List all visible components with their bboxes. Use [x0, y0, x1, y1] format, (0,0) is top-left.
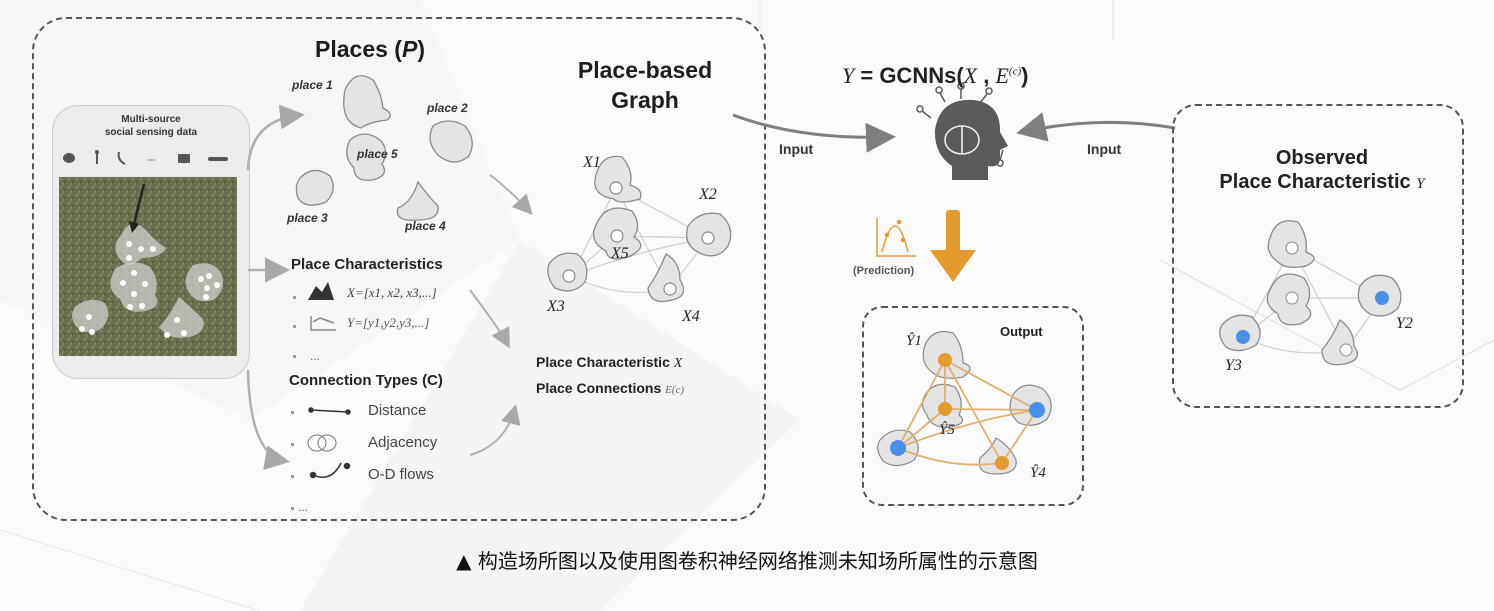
output-nodes	[890, 353, 1045, 470]
arrow-places-to-graph	[489, 174, 533, 215]
graph-label-x1: X1	[583, 154, 601, 171]
observed-node-y3	[1236, 330, 1250, 344]
x-formula: X=[x1, x2, x3,...]	[347, 285, 437, 300]
arrow-to-connections	[246, 369, 290, 470]
place-label-2: place 2	[427, 101, 468, 115]
map-region-5	[159, 297, 204, 338]
arrow-characteristics-to-graph	[469, 289, 510, 349]
od-flow-icon	[309, 462, 351, 479]
graph-node-x4	[647, 253, 685, 303]
prediction-arrow	[930, 210, 976, 282]
line-chart-icon	[310, 316, 336, 331]
source-title-line2: social sensing data	[104, 127, 198, 138]
place-label-3: place 3	[287, 211, 328, 225]
output-node-y4	[995, 456, 1009, 470]
map-place-regions	[72, 223, 223, 338]
connections-more: ...	[298, 500, 309, 514]
map-region-2	[110, 262, 158, 312]
graph-node-centers	[562, 181, 715, 296]
arrow-connections-to-graph	[469, 404, 521, 456]
graph-label-x2: X2	[699, 186, 717, 203]
output-title: Output	[1000, 324, 1043, 339]
observed-label-y3: Y3	[1225, 357, 1242, 374]
place-label-5: place 5	[357, 147, 398, 161]
prediction-label: (Prediction)	[853, 265, 915, 277]
phone-icon	[117, 151, 126, 165]
graph-title: Place-based Graph	[577, 57, 713, 113]
place-shape-2	[429, 120, 473, 163]
output-node-y3	[890, 440, 906, 456]
output-node-y1	[938, 353, 952, 367]
observed-title: Observed Place Characteristic Y	[1219, 147, 1425, 193]
output-label-y4: Ŷ4	[1030, 465, 1046, 481]
graph-footer-characteristic: Place Characteristic X	[536, 354, 683, 371]
map-pointer-arrow	[132, 183, 146, 225]
output-label-y1: Ŷ1	[906, 333, 922, 349]
person-icon	[95, 150, 99, 164]
place-shape-5	[346, 133, 387, 181]
observed-node-y2	[1375, 291, 1389, 305]
place-shapes	[295, 75, 473, 221]
place-shape-1	[343, 75, 391, 129]
graph-label-x3: X3	[547, 298, 565, 315]
characteristics-more: ...	[310, 349, 321, 363]
y-formula: Y=[y1,y2,y3,...]	[347, 315, 430, 330]
map-region-3	[185, 263, 223, 302]
map-data-points	[79, 241, 220, 338]
figure-caption: ▲ 构造场所图以及使用图卷积神经网络推测未知场所属性的示意图	[456, 549, 1038, 573]
output-edges	[897, 359, 1038, 466]
connections-heading: Connection Types (C)	[289, 372, 443, 389]
brain-head-icon	[916, 82, 1008, 180]
gcnn-formula: Y = GCNNs(X , E(c))	[842, 63, 1029, 88]
place-shape-3	[295, 169, 334, 206]
output-node-y5	[938, 402, 952, 416]
distribution-chart-icon	[876, 218, 916, 257]
adjacency-icon	[307, 434, 337, 452]
mountain-chart-icon	[308, 282, 334, 300]
connection-distance: Distance	[368, 402, 427, 419]
characteristics-heading: Place Characteristics	[291, 256, 443, 273]
graph-footer-connections: Place Connections E(c)	[536, 380, 685, 396]
observed-nodes	[1236, 241, 1389, 357]
input-label-left: Input	[779, 141, 814, 157]
connection-od-flows: O-D flows	[368, 466, 434, 483]
source-icons-row	[63, 150, 228, 165]
output-node-y2	[1029, 402, 1045, 418]
observed-label-y2: Y2	[1396, 315, 1413, 332]
car-icon	[208, 157, 228, 161]
place-label-4: place 4	[405, 219, 446, 233]
connection-adjacency: Adjacency	[368, 434, 438, 451]
place-label-1: place 1	[292, 78, 333, 92]
distance-icon	[308, 407, 351, 415]
chat-icon	[63, 153, 75, 163]
output-label-y5: Ŷ5	[939, 422, 955, 438]
satellite-map	[59, 177, 237, 356]
graph-node-x1	[594, 155, 642, 203]
construction-panel	[32, 17, 766, 521]
place-shape-4	[396, 180, 439, 221]
arrow-to-places	[246, 104, 305, 171]
source-title-line1: Multi-source	[121, 114, 181, 125]
arrow-input-left	[732, 113, 896, 153]
graph-label-x5: X5	[611, 245, 629, 262]
camera-icon	[178, 154, 190, 163]
arrow-input-right	[1016, 112, 1176, 142]
map-region-1	[115, 223, 166, 265]
output-panel	[862, 306, 1084, 506]
input-label-right: Input	[1087, 141, 1122, 157]
observed-panel	[1172, 104, 1464, 408]
places-title: Places (P)	[315, 36, 425, 62]
graph-nodes	[547, 155, 732, 303]
graph-label-x4: X4	[682, 308, 700, 325]
